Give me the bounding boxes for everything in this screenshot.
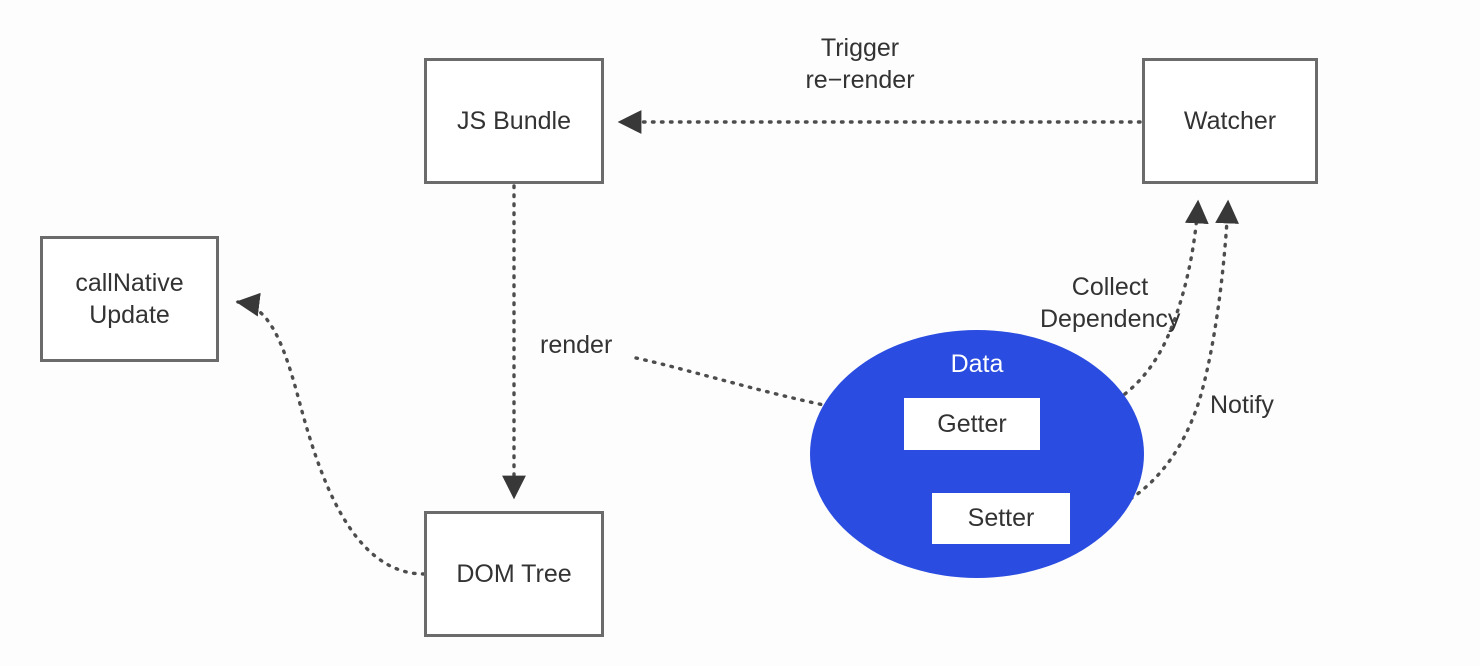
node-watcher-label: Watcher [1183,107,1277,135]
edge-render [634,356,887,425]
edge-label-trigger-re-render: Trigger re−render [805,34,915,94]
node-js-bundle[interactable]: JS Bundle [424,58,604,184]
node-setter[interactable]: Setter [932,493,1070,544]
edge-collect-dependency [1040,199,1209,428]
node-js-bundle-label: JS Bundle [457,107,571,135]
node-getter[interactable]: Getter [904,398,1040,450]
edge-dom-tree-to-call-native-update [235,292,426,576]
edge-label-render: render [540,331,613,359]
node-dom-tree[interactable]: DOM Tree [424,511,604,637]
node-dom-tree-label: DOM Tree [456,560,572,588]
node-data-label: Data [950,350,1004,378]
node-setter-label: Setter [967,504,1035,532]
node-getter-label: Getter [937,409,1007,438]
node-call-native-update-label: callNative Update [75,269,184,329]
edge-label-notify: Notify [1210,391,1274,419]
node-call-native-update[interactable]: callNative Update [40,236,219,362]
edge-label-collect-dependency: Collect Dependency [1040,273,1181,333]
node-watcher[interactable]: Watcher [1142,58,1318,184]
